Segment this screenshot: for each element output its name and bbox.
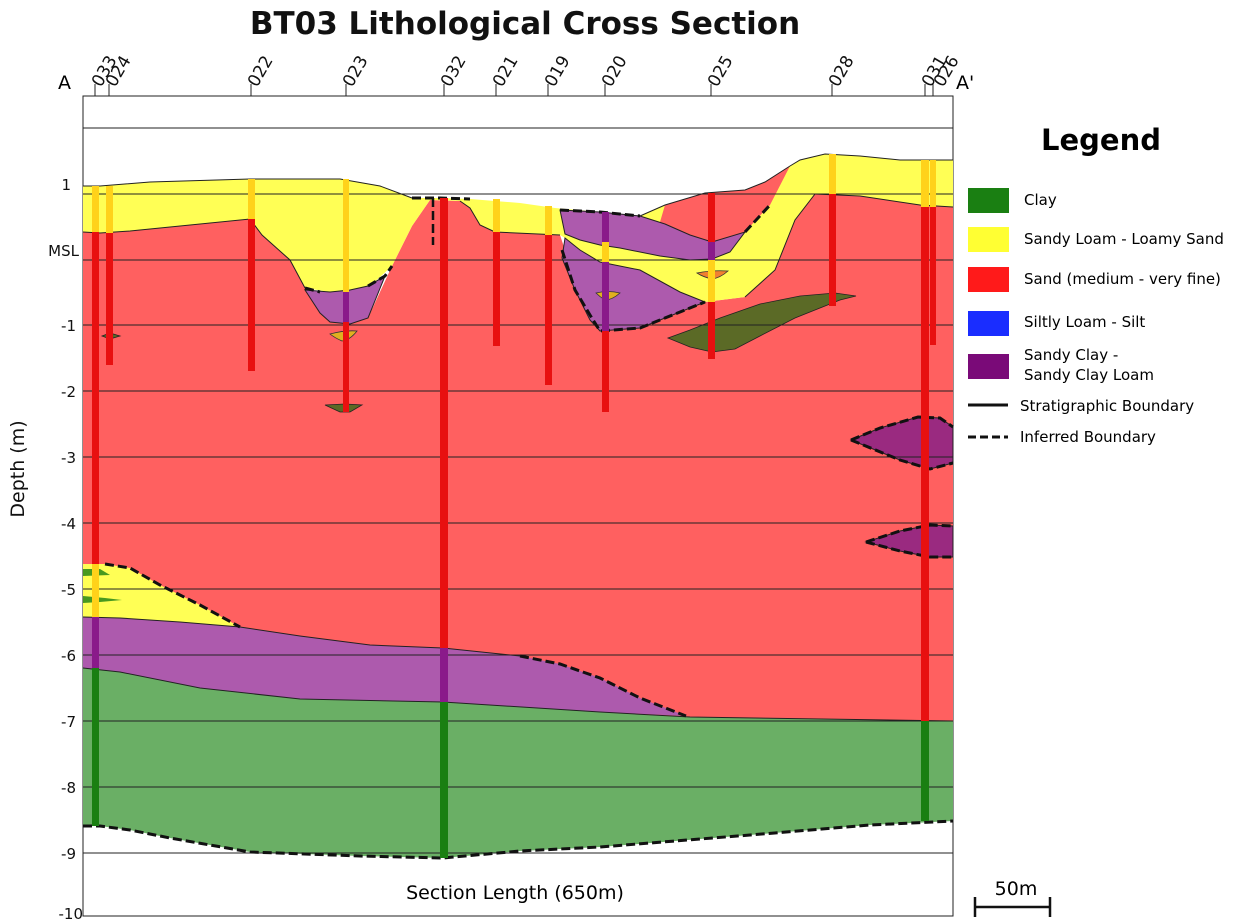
legend-label-sandy-clay-loam: Sandy Clay Loam bbox=[1024, 366, 1154, 384]
borehole-label: 022 bbox=[244, 52, 278, 90]
legend-swatch-sandy-loam bbox=[968, 227, 1009, 252]
depth-tick-label: -9 bbox=[61, 845, 76, 863]
legend-swatch-sand bbox=[968, 267, 1009, 292]
legend-title: Legend bbox=[1041, 123, 1161, 157]
scale-bar bbox=[973, 897, 1052, 917]
legend-swatch-sandy-clay bbox=[968, 354, 1009, 379]
legend-label-inferred: Inferred Boundary bbox=[1020, 428, 1156, 446]
legend-label-silt-loam: Siltly Loam - Silt bbox=[1024, 313, 1145, 331]
depth-tick-label: -5 bbox=[61, 581, 76, 599]
depth-tick-label: -1 bbox=[61, 317, 76, 335]
borehole-label: 021 bbox=[489, 52, 523, 90]
legend-swatch-clay bbox=[968, 188, 1009, 213]
legend-label-sand: Sand (medium - very fine) bbox=[1024, 270, 1221, 288]
legend-swatch-silt-loam bbox=[968, 311, 1009, 336]
section-end-label: A' bbox=[956, 72, 974, 94]
section-length-label: Section Length (650m) bbox=[406, 882, 624, 904]
borehole-label: 028 bbox=[825, 52, 859, 90]
clay-layer bbox=[83, 668, 953, 858]
figure-title: BT03 Lithological Cross Section bbox=[249, 6, 801, 42]
depth-gridlines bbox=[83, 193, 953, 854]
depth-tick-label: -8 bbox=[61, 779, 76, 797]
legend-label-stratigraphic: Stratigraphic Boundary bbox=[1020, 397, 1194, 415]
borehole-tick-marks bbox=[94, 84, 934, 96]
depth-tick-label: -3 bbox=[61, 449, 76, 467]
borehole-label: 025 bbox=[704, 52, 738, 90]
depth-tick-label: -7 bbox=[61, 713, 76, 731]
scale-bar-label: 50m bbox=[995, 878, 1038, 900]
depth-tick-label: -2 bbox=[61, 383, 76, 401]
legend-label-sandy-loam: Sandy Loam - Loamy Sand bbox=[1024, 230, 1224, 248]
legend-label-clay: Clay bbox=[1024, 191, 1057, 209]
borehole-label: 019 bbox=[541, 52, 575, 90]
depth-tick-label: -10 bbox=[59, 905, 84, 922]
borehole-label: 032 bbox=[437, 52, 471, 90]
borehole-columns bbox=[92, 154, 936, 858]
depth-tick-label: 1 bbox=[61, 176, 71, 194]
depth-tick-label: -4 bbox=[61, 515, 76, 533]
depth-tick-label: MSL bbox=[48, 242, 79, 260]
legend-label-sandy-clay: Sandy Clay - bbox=[1024, 346, 1118, 364]
section-start-label: A bbox=[58, 72, 71, 94]
borehole-label: 020 bbox=[598, 52, 632, 90]
sandy-loam-lower bbox=[83, 564, 240, 627]
borehole-label: 023 bbox=[339, 52, 373, 90]
depth-tick-label: -6 bbox=[61, 647, 76, 665]
